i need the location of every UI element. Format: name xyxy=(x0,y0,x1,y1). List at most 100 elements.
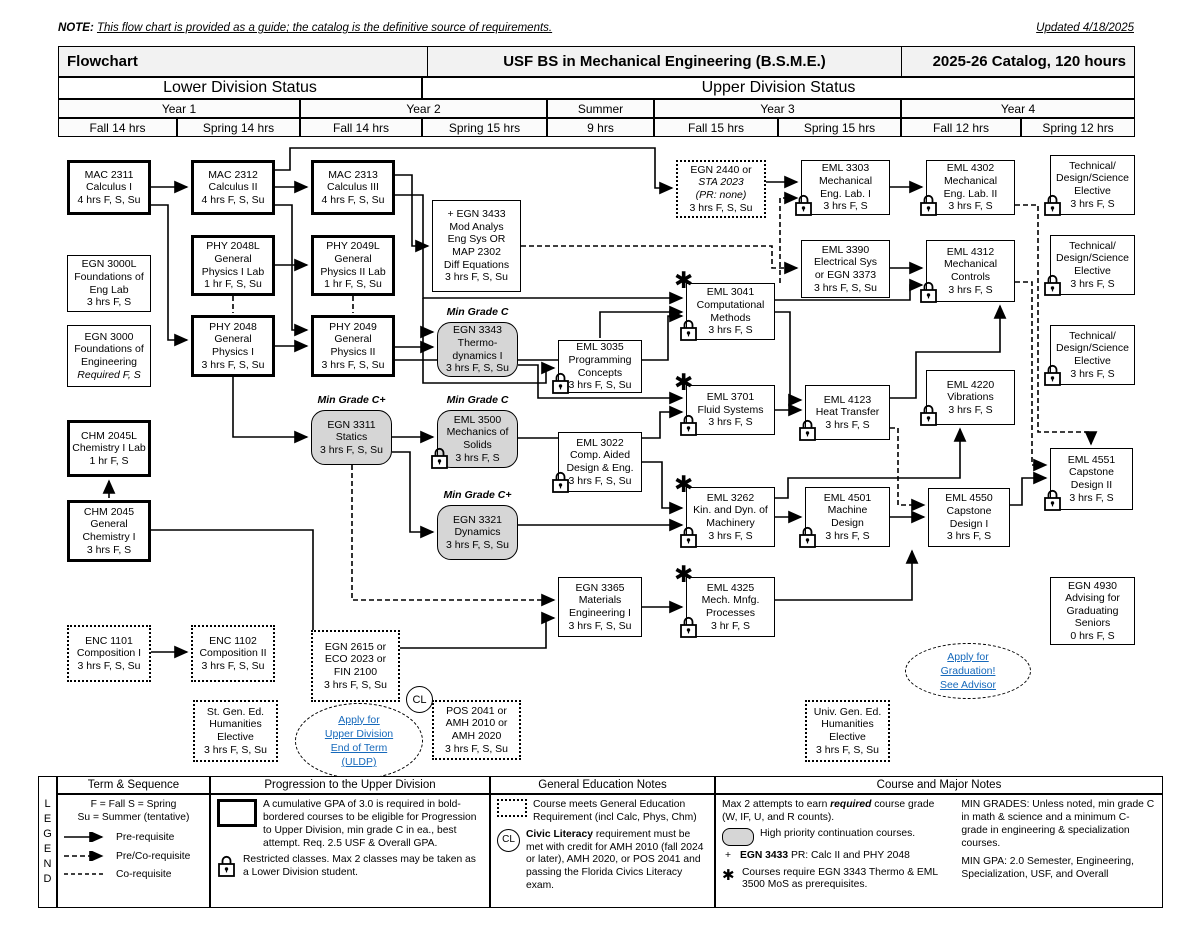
course-phy2048l-line2: General xyxy=(214,252,252,265)
lock-icon-eml4312 xyxy=(919,280,938,304)
course-egn2615-line1: EGN 2615 or xyxy=(324,640,387,653)
course-eml3390-line3: or EGN 3373 xyxy=(814,269,877,281)
course-egn3433-line1: + EGN 3433 xyxy=(447,208,506,221)
course-tech2-line3: Elective xyxy=(1074,265,1111,277)
course-egn3433-line2: Mod Analys xyxy=(449,220,504,233)
course-phy2048-line3: Physics I xyxy=(211,346,254,358)
grad-link-line2[interactable]: Graduation! xyxy=(940,664,996,677)
course-phy2049l-line3: Physics II Lab xyxy=(320,265,386,278)
course-enc1101-line2: Composition I xyxy=(76,647,142,660)
course-egn3000-line3: Engineering xyxy=(80,356,138,368)
course-eml4220-line3: 3 hrs F, S xyxy=(948,403,993,416)
course-phy2048l-line4: 1 hr F, S, Su xyxy=(204,278,262,291)
course-egn3365-line4: 3 hrs F, S, Su xyxy=(568,619,632,632)
course-eml3303-line1: EML 3303 xyxy=(821,162,870,175)
course-phy2049-line3: Physics II xyxy=(330,346,376,358)
term-col-7: Spring 15 hrs xyxy=(778,118,901,137)
course-tech2-line1: Technical/ xyxy=(1069,239,1116,252)
course-eml4551-line2: Capstone xyxy=(1069,466,1114,479)
course-tech1-line2: Design/Science xyxy=(1056,172,1129,185)
course-eml3500-line3: Solids xyxy=(463,439,492,451)
legend-civic-text: Civic Literacy requirement must be met w… xyxy=(526,828,704,892)
course-eml3500-line2: Mechanics of xyxy=(446,426,509,439)
course-egn4930-line3: Graduating xyxy=(1066,604,1119,617)
uldp-link-line1[interactable]: Apply for xyxy=(338,713,380,726)
graduation-oval[interactable]: Apply for Graduation! See Advisor xyxy=(905,643,1031,699)
course-phy2049-line4: 3 hrs F, S, Su xyxy=(321,358,385,371)
term-col-9: Spring 12 hrs xyxy=(1021,118,1135,137)
course-eml4501-line3: Design xyxy=(831,517,864,529)
title-flowchart: Flowchart xyxy=(58,46,428,77)
cl-icon: CL xyxy=(497,828,520,852)
course-mac2311-line3: 4 hrs F, S, Su xyxy=(77,193,141,206)
course-univgened-line3: Elective xyxy=(829,731,866,743)
course-pos2041-line3: AMH 2020 xyxy=(451,730,502,742)
legend-min-grades: MIN GRADES: Unless noted, min grade C in… xyxy=(961,799,1155,849)
term-col-5: 9 hrs xyxy=(547,118,654,137)
division-lower: Lower Division Status xyxy=(58,77,422,99)
page-title: USF BS in Mechanical Engineering (B.S.M.… xyxy=(427,46,902,77)
course-eml3500-line1: EML 3500 xyxy=(453,413,502,426)
course-egn3343-line3: dynamics I xyxy=(452,349,503,362)
course-eml3390-line2: Electrical Sys xyxy=(813,256,877,269)
course-eml4501-line1: EML 4501 xyxy=(823,491,872,504)
uldp-link-line4[interactable]: (ULDP) xyxy=(341,756,377,769)
note-line: NOTE: This flow chart is provided as a g… xyxy=(58,22,553,34)
year-4: Year 3 xyxy=(654,99,901,118)
lock-icon-tech3 xyxy=(1043,363,1062,387)
lock-icon-tech1 xyxy=(1043,193,1062,217)
course-phy2048-line1: PHY 2048 xyxy=(209,320,257,333)
uldp-link-line3[interactable]: End of Term xyxy=(330,742,388,754)
legend-gened-body: Course meets General Education Requireme… xyxy=(490,794,715,908)
term-col-3: Fall 14 hrs xyxy=(300,118,422,137)
uldp-link-line2[interactable]: Upper Division xyxy=(324,727,394,740)
legend-header-course-notes: Course and Major Notes xyxy=(715,776,1163,794)
min-grade-label-egn3321: Min Grade C+ xyxy=(443,489,512,501)
legend-header-gened: General Education Notes xyxy=(490,776,715,794)
course-chm2045-line2: General xyxy=(90,518,128,531)
course-eml4550-line2: Capstone xyxy=(946,504,992,517)
course-eml3041-line2: Computational xyxy=(696,298,765,311)
course-eml4312-line4: 3 hrs F, S xyxy=(948,283,993,296)
course-mac2311-line1: MAC 2311 xyxy=(84,168,134,181)
course-phy2048l-line1: PHY 2048L xyxy=(206,240,260,253)
legend-header-progression: Progression to the Upper Division xyxy=(210,776,490,794)
bold-border-swatch xyxy=(217,799,257,827)
course-phy2048-line2: General xyxy=(214,333,252,346)
uldp-oval[interactable]: Apply for Upper Division End of Term (UL… xyxy=(295,703,423,779)
grad-link-line1[interactable]: Apply for xyxy=(947,650,989,663)
course-enc1102-line1: ENC 1102 xyxy=(209,634,257,647)
legend-su: Su = Summer (tentative) xyxy=(77,811,190,823)
course-egn3365-line2: Materials xyxy=(578,594,622,607)
course-egn3343-line4: 3 hrs F, S, Su xyxy=(445,362,510,375)
asterisk-icon-eml3701: ✱ xyxy=(674,369,694,395)
legend-f-s: F = Fall S = Spring xyxy=(90,799,177,810)
legend-course-notes-body: Max 2 attempts to earn required course g… xyxy=(715,794,1163,908)
grad-link-line3[interactable]: See Advisor xyxy=(939,679,997,692)
course-tech2-line2: Design/Science xyxy=(1056,252,1129,265)
course-tech3-line1: Technical/ xyxy=(1069,329,1116,342)
course-eml4123-line2: Heat Transfer xyxy=(815,406,880,419)
course-eml4312-line3: Controls xyxy=(950,271,991,283)
course-enc1102-line2: Composition II xyxy=(199,647,267,660)
cl-badge: CL xyxy=(406,686,433,713)
course-egn2440-line2: STA 2023 xyxy=(698,176,744,189)
course-eml3701-line1: EML 3701 xyxy=(706,391,755,404)
course-mac2313-line1: MAC 2313 xyxy=(328,168,378,181)
term-col-6: Fall 15 hrs xyxy=(654,118,778,137)
course-egn3433-line5: Diff Equations xyxy=(443,258,510,271)
course-eml4302-line4: 3 hrs F, S xyxy=(948,200,993,213)
course-egn3321-line2: Dynamics xyxy=(454,526,501,539)
term-col-8: Fall 12 hrs xyxy=(901,118,1021,137)
